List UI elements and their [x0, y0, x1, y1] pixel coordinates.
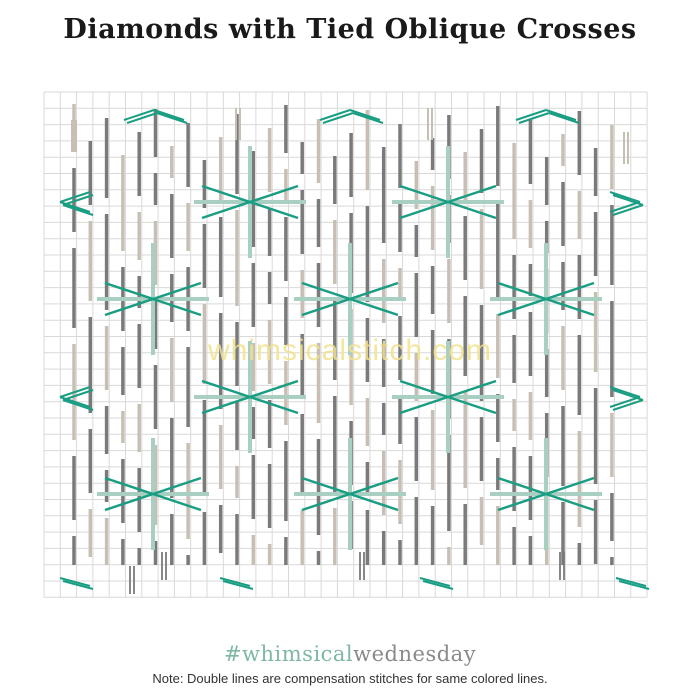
compensation-top — [349, 109, 381, 121]
cross-oblique — [399, 379, 497, 415]
compensation-right — [609, 201, 641, 213]
compensation-right — [609, 396, 641, 408]
hashtag-suffix: wednesday — [353, 642, 477, 666]
cross-oblique — [104, 281, 202, 317]
compensation-bottom — [219, 577, 251, 587]
straight-stitches — [72, 104, 614, 565]
compensation-left — [62, 194, 94, 206]
compensation-bottom — [222, 580, 254, 590]
cross-oblique — [399, 184, 497, 220]
compensation-left — [59, 386, 91, 398]
compensation-left — [59, 201, 91, 213]
compensation-top — [322, 112, 354, 124]
hashtag: #whimsicalwednesday — [0, 642, 700, 666]
compensation-top — [545, 109, 577, 121]
compensation-right — [609, 191, 641, 203]
oblique-crosses — [97, 146, 602, 550]
compensation-bottom — [422, 580, 454, 590]
hashtag-prefix: #whimsical — [223, 642, 354, 666]
compensation-left — [62, 204, 94, 216]
compensation-right — [612, 399, 644, 411]
compensation-stitches — [59, 108, 650, 594]
footnote: Note: Double lines are compensation stit… — [152, 671, 548, 686]
compensation-bottom — [615, 577, 647, 587]
compensation-left — [59, 396, 91, 408]
compensation-top — [153, 109, 185, 121]
compensation-right — [609, 386, 641, 398]
compensation-left — [59, 191, 91, 203]
compensation-top — [319, 109, 351, 121]
cross-oblique — [497, 281, 595, 317]
compensation-right — [612, 204, 644, 216]
cross-oblique — [497, 476, 595, 512]
compensation-left — [62, 389, 94, 401]
compensation-top — [548, 112, 580, 124]
compensation-bottom — [618, 580, 650, 590]
compensation-top — [123, 109, 155, 121]
compensation-bottom — [59, 577, 91, 587]
cross-oblique — [201, 379, 299, 415]
compensation-top — [352, 112, 384, 124]
compensation-top — [515, 109, 547, 121]
compensation-top — [518, 112, 550, 124]
compensation-bottom — [62, 580, 94, 590]
page-title: Diamonds with Tied Oblique Crosses — [63, 14, 637, 45]
cross-oblique — [201, 184, 299, 220]
canvas-grid — [43, 91, 648, 598]
cross-oblique — [301, 476, 399, 512]
compensation-top — [156, 112, 188, 124]
cross-oblique — [301, 281, 399, 317]
compensation-left — [62, 399, 94, 411]
compensation-top — [126, 112, 158, 124]
cross-oblique — [104, 476, 202, 512]
compensation-bottom — [419, 577, 451, 587]
